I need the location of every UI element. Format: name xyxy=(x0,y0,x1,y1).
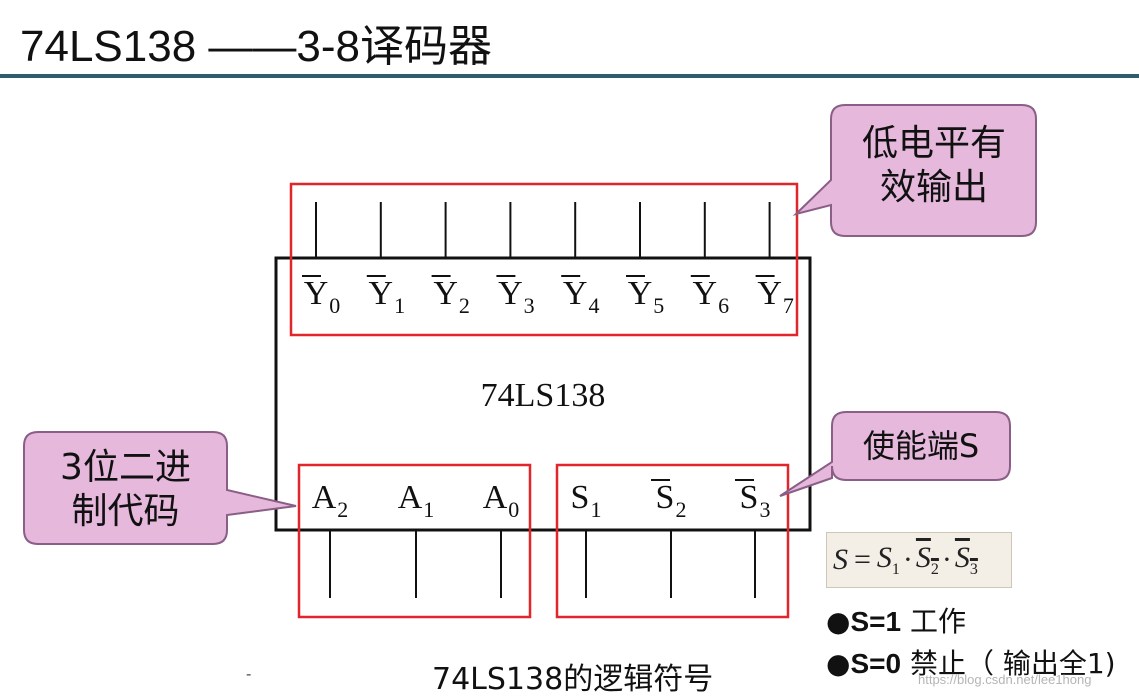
outputs-callout-line2: 效输出 xyxy=(879,167,988,208)
diagram-caption: 74LS138的逻辑符号 xyxy=(432,662,714,697)
formula-dot-1: · xyxy=(902,543,913,576)
outputs-callout-line1: 低电平有 xyxy=(861,123,1006,164)
page-title: 74LS138 ——3-8译码器 xyxy=(20,22,492,71)
address-highlight-box xyxy=(297,463,532,619)
enable-highlight-box xyxy=(555,463,790,619)
formula-lhs: S xyxy=(833,543,848,576)
bullet-dot: ● xyxy=(826,647,851,680)
bullet-dot: ● xyxy=(826,605,851,638)
stray-dash: - xyxy=(246,666,252,683)
note-s0-label: S=0 xyxy=(850,648,902,679)
address-callout-line2: 制代码 xyxy=(71,491,180,532)
address-callout-line1: 3位二进 xyxy=(60,447,191,488)
address-callout-bubble xyxy=(23,431,297,545)
enable-formula: S = S1 · S2 · S3 xyxy=(826,532,1012,588)
enable-callout-bubble xyxy=(779,411,1011,497)
note-s1-label: S=1 xyxy=(850,606,902,637)
chip-body xyxy=(274,256,812,532)
outputs-callout-bubble xyxy=(792,104,1037,237)
formula-term-1: S1 xyxy=(876,541,900,578)
formula-equals: = xyxy=(854,543,871,576)
outputs-callout-text: 低电平有 效输出 xyxy=(832,122,1036,210)
formula-dot-2: · xyxy=(941,543,952,576)
note-s0: ●S=0 禁止（ 输出全1) xyxy=(826,642,1116,682)
note-s1-text: 工作 xyxy=(909,605,966,638)
note-s0-text: 禁止（ 输出全1) xyxy=(909,647,1116,680)
chip-name: 74LS138 xyxy=(481,377,606,414)
enable-callout-text: 使能端S xyxy=(862,427,980,465)
outputs-highlight-box xyxy=(289,182,799,337)
note-s1: ●S=1 工作 xyxy=(826,600,966,640)
address-callout-text: 3位二进 制代码 xyxy=(24,446,227,534)
watermark: https://blog.csdn.net/lee1hong xyxy=(918,672,1092,687)
formula-term-2: S2 xyxy=(915,541,939,578)
input-pins xyxy=(329,530,756,598)
formula-term-3: S3 xyxy=(954,541,978,578)
title-rule xyxy=(0,74,1139,78)
output-pins xyxy=(315,202,771,258)
